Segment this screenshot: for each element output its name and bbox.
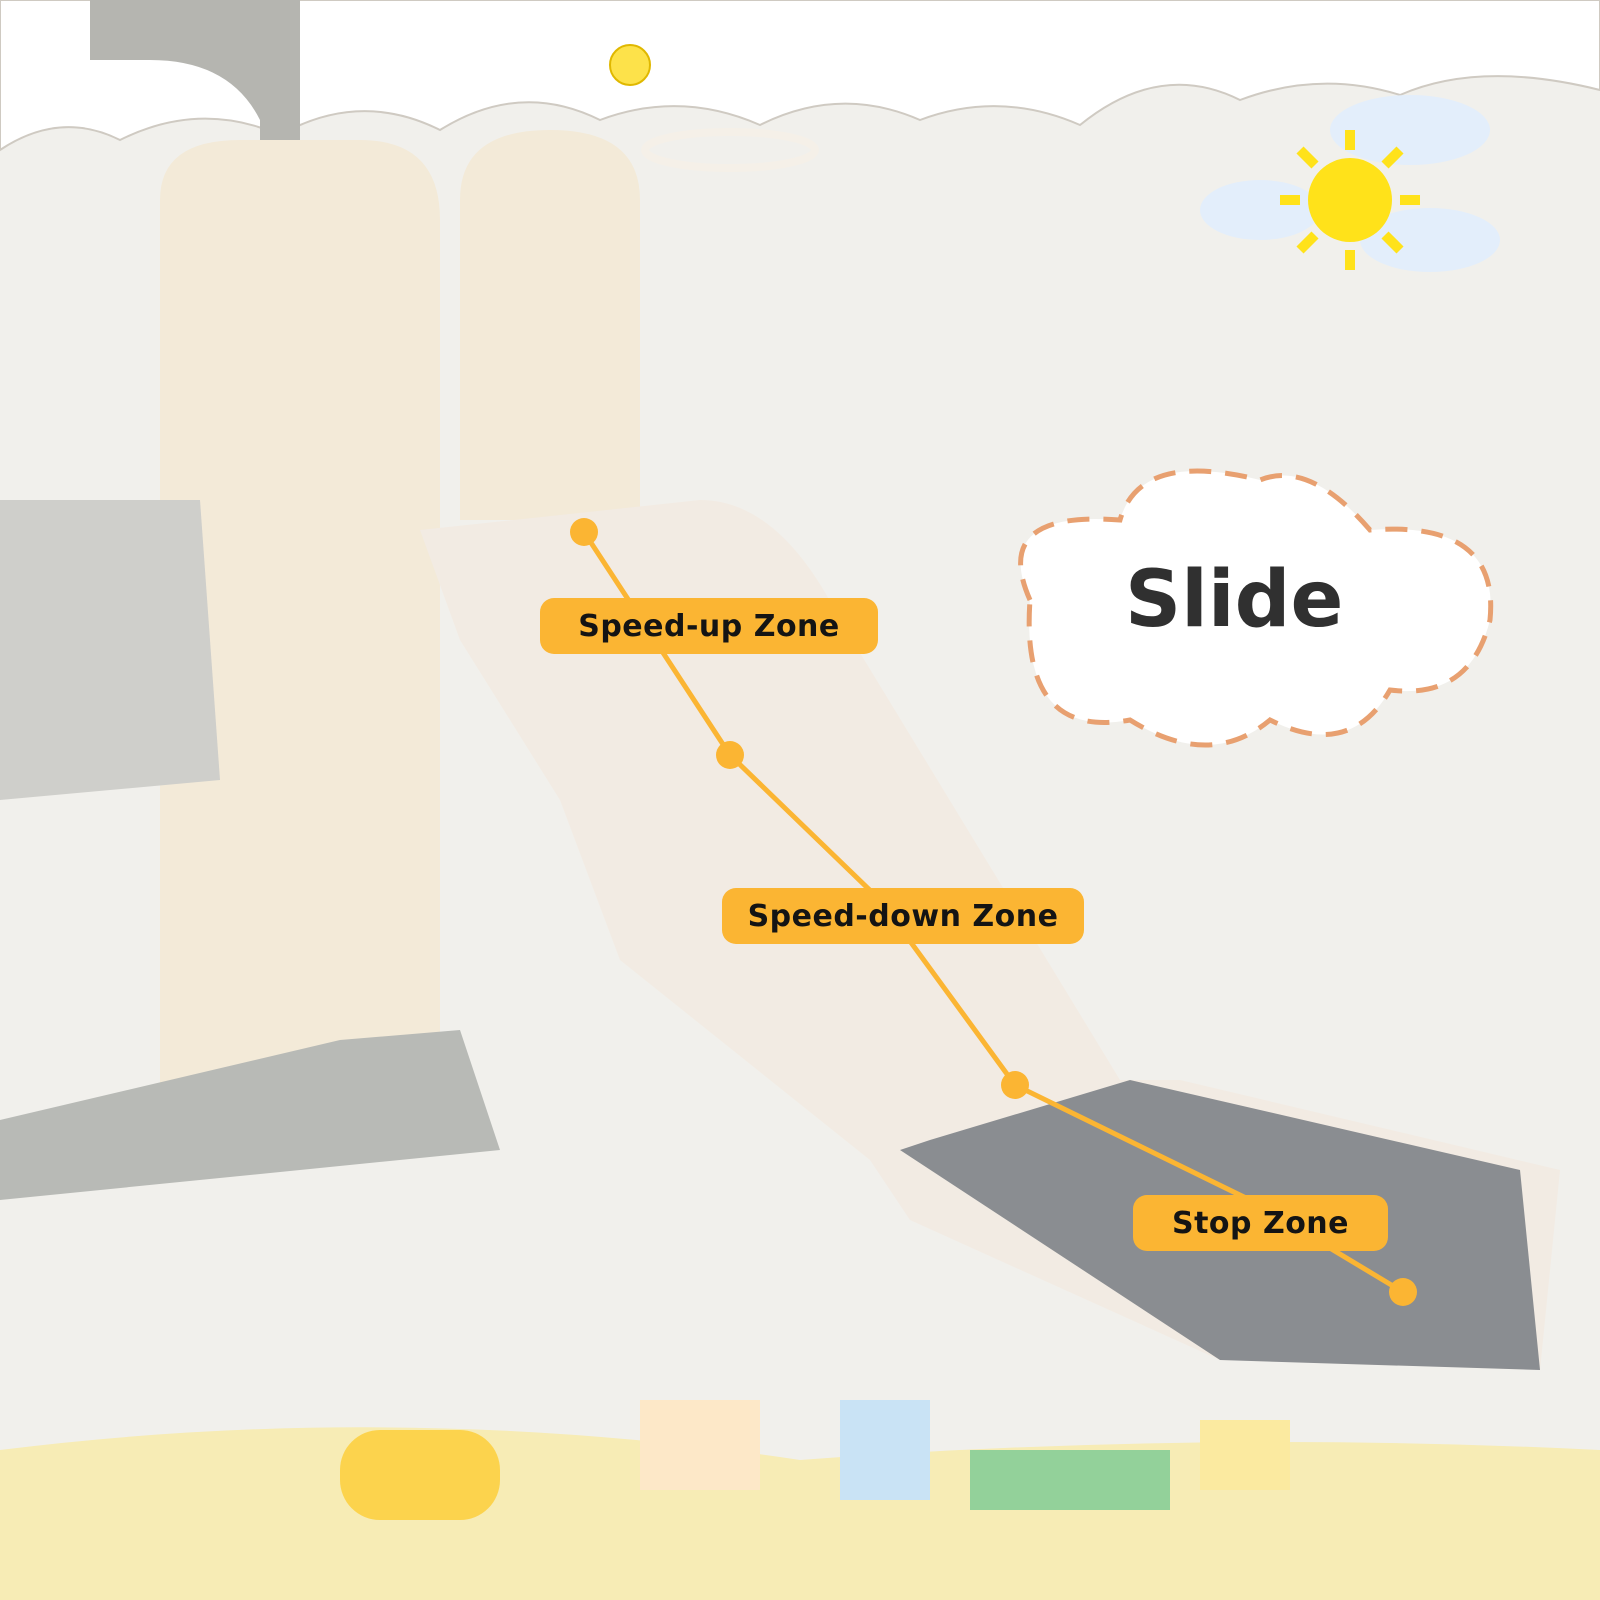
bottom-playground-scenery — [0, 1400, 1600, 1600]
stop-zone-label: Stop Zone — [1133, 1195, 1388, 1251]
title-cloud — [1018, 468, 1494, 748]
top-cloud-border — [0, 0, 1600, 152]
sun-with-clouds-icon — [1200, 95, 1500, 272]
small-sun-icon — [609, 44, 651, 86]
speed-down-zone-label: Speed-down Zone — [722, 888, 1084, 944]
speed-up-zone-label: Speed-up Zone — [540, 598, 878, 654]
title-text: Slide — [1125, 555, 1344, 645]
